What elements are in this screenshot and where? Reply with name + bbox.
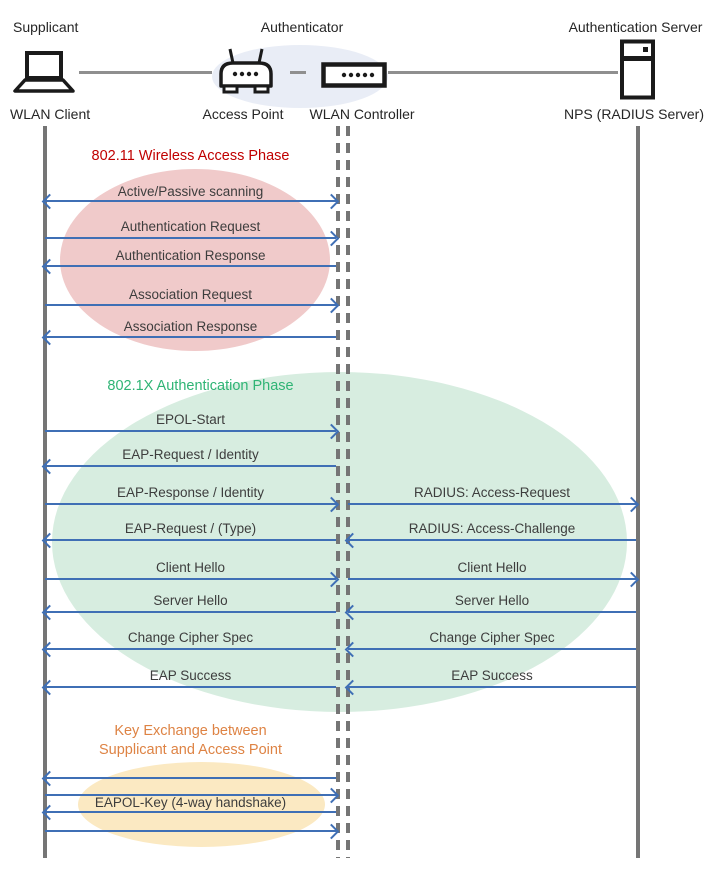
eapol-key-arrow-right [45,830,336,832]
message-label: Change Cipher Spec [127,630,254,645]
message-label: Association Response [123,319,258,334]
message-arrow-left [45,686,336,688]
lifeline-nps [636,126,640,858]
message-arrow-right [45,304,336,306]
lifeline-access-point [336,126,340,858]
device-access-point: Access Point [202,106,284,122]
role-authentication-server: Authentication Server [568,19,703,35]
phase3-title-line2: Supplicant and Access Point [99,742,282,758]
message-arrow-right [45,578,336,580]
message-label: EAP-Request / (Type) [124,521,257,536]
message-arrow-left [348,539,636,541]
message-label: Client Hello [457,560,527,575]
phase2-title: 802.1X Authentication Phase [107,378,294,394]
access-point-icon [219,48,273,94]
message-arrow-right [348,578,636,580]
server-icon [620,39,655,100]
message-label: EPOL-Start [155,412,226,427]
message-arrow-left [348,686,636,688]
lifeline-wlan-client [43,126,47,858]
message-arrow-left [45,539,336,541]
phase1-title: 802.11 Wireless Access Phase [91,148,290,164]
message-label: RADIUS: Access-Challenge [408,521,576,536]
message-label: EAP Success [451,668,533,683]
message-label: Active/Passive scanning [117,184,264,199]
wlan-controller-icon [321,62,387,88]
message-arrow-left [348,611,636,613]
message-label: Client Hello [155,560,226,575]
connector-line [79,71,212,74]
message-label: EAP-Response / Identity [116,485,265,500]
device-wlan-client: WLAN Client [10,106,91,122]
message-label: EAPOL-Key (4-way handshake) [94,795,287,810]
message-arrow-right [45,503,336,505]
device-nps-radius-server: NPS (RADIUS Server) [563,106,705,122]
connector-line [388,71,618,74]
message-label: Authentication Response [115,248,266,263]
eapol-key-arrow-left [45,777,336,779]
message-arrow-left [45,336,336,338]
message-label: EAP Success [149,668,232,683]
message-label: Association Request [128,287,253,302]
connector-dash [290,71,306,74]
message-arrow-right [348,503,636,505]
role-authenticator: Authenticator [260,19,344,35]
role-supplicant: Supplicant [13,19,79,35]
message-arrow-left [45,648,336,650]
eapol-key-arrow-right [45,794,336,796]
phase3-title-line1: Key Exchange between [114,723,267,739]
phase3-title: Key Exchange between Supplicant and Acce… [45,722,336,760]
message-arrow-left [45,611,336,613]
message-arrow-right [45,237,336,239]
message-label: EAP-Request / Identity [122,447,259,462]
device-wlan-controller: WLAN Controller [309,106,415,122]
message-arrow-bidirectional [45,200,336,202]
laptop-icon [13,51,75,93]
message-arrow-left [45,265,336,267]
message-arrow-left [45,465,336,467]
message-label: RADIUS: Access-Request [413,485,571,500]
message-label: Server Hello [153,593,228,608]
message-label: Authentication Request [120,219,261,234]
eapol-key-arrow-left [45,811,336,813]
message-label: Change Cipher Spec [429,630,555,645]
message-label: Server Hello [454,593,530,608]
lifeline-wlan-controller [346,126,350,858]
message-arrow-right [45,430,336,432]
message-arrow-left [348,648,636,650]
